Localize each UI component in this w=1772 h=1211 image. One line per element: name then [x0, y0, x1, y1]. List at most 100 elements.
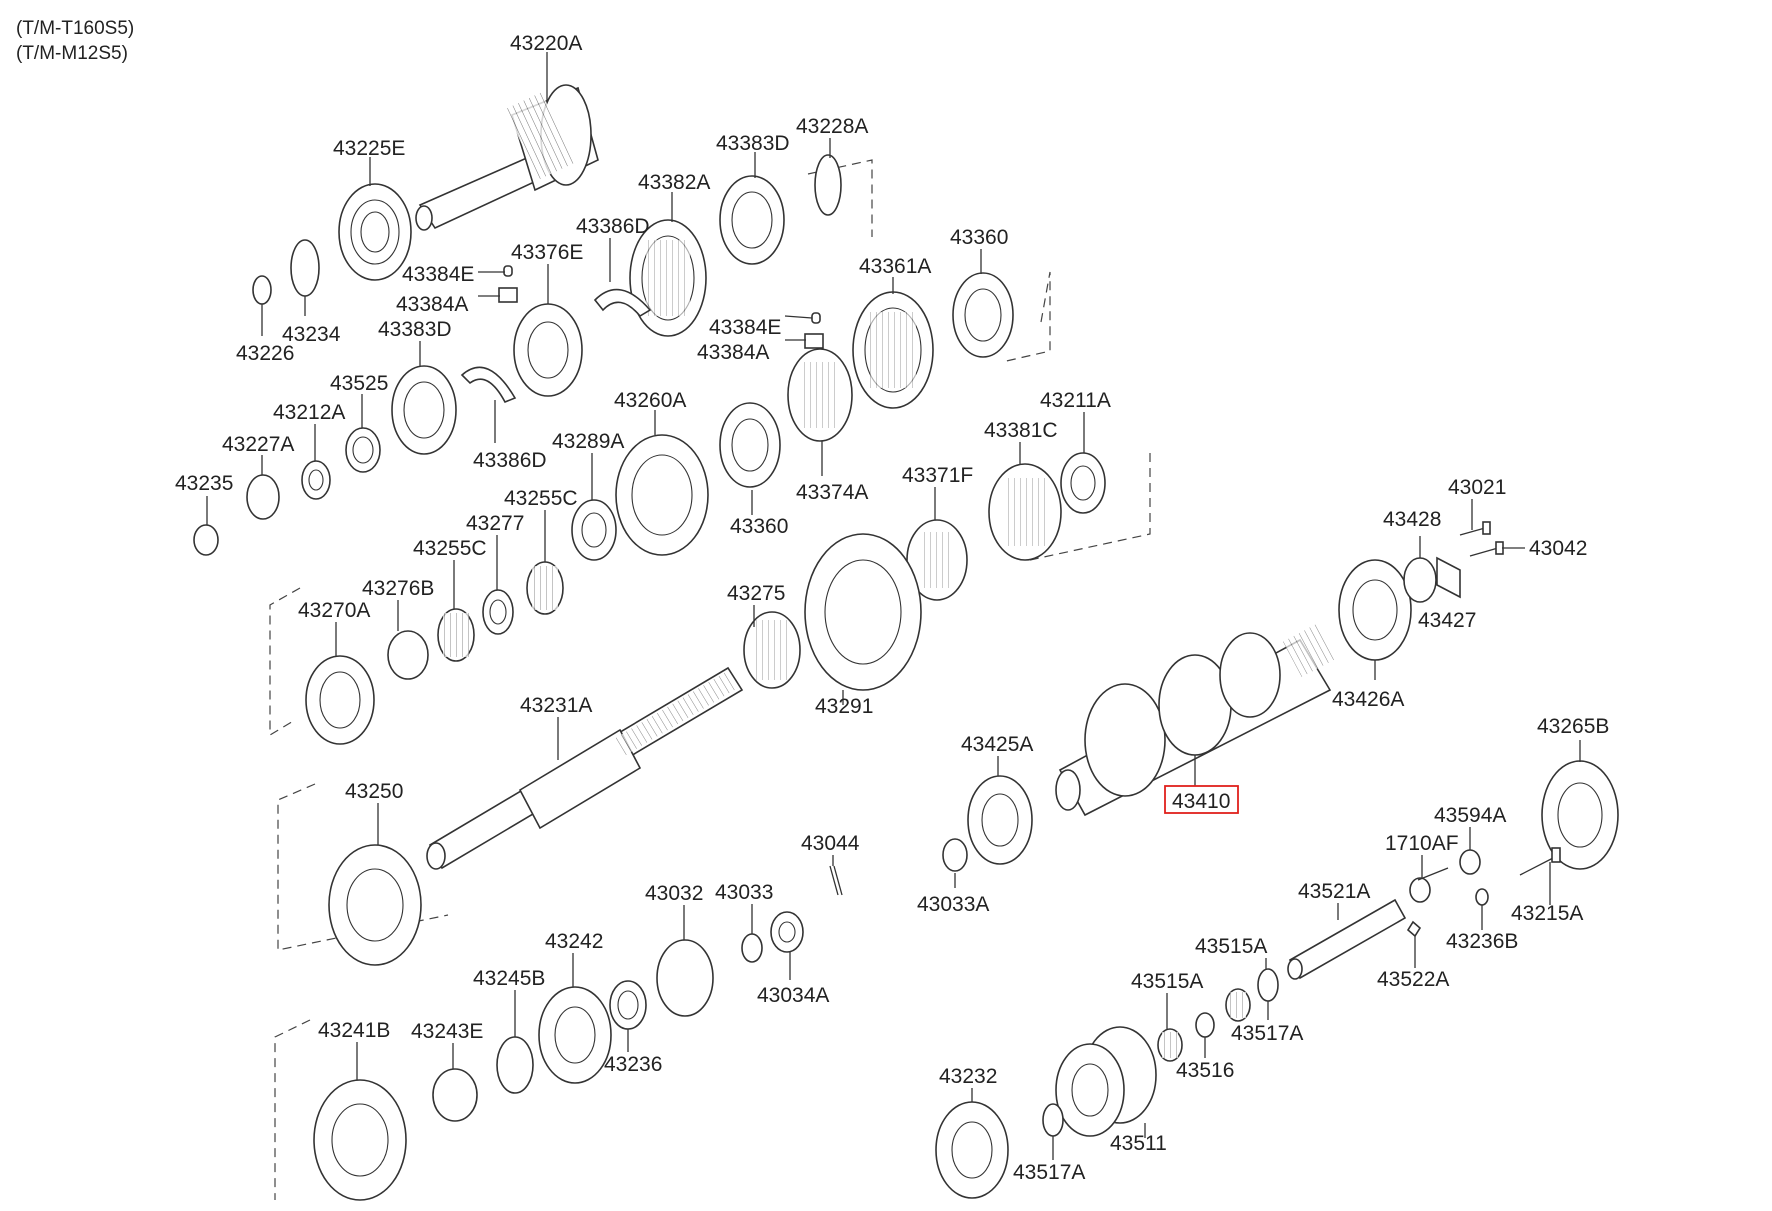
thrust-plate-43517a-lower: [1042, 1103, 1064, 1137]
part-label[interactable]: 43260A: [614, 389, 686, 412]
part-label[interactable]: 43289A: [552, 430, 624, 453]
washer-43236b: [1475, 888, 1489, 906]
part-label[interactable]: 43032: [645, 882, 703, 905]
part-label[interactable]: 43215A: [1511, 902, 1583, 925]
bolt-43215a: [1519, 847, 1561, 876]
bearing-43515a-lower: [1157, 1028, 1183, 1062]
part-label[interactable]: 43250: [345, 780, 403, 803]
part-label[interactable]: 43227A: [222, 433, 294, 456]
part-label[interactable]: 43516: [1176, 1059, 1234, 1082]
nut-43227a: [246, 474, 280, 520]
part-label[interactable]: 43515A: [1195, 935, 1267, 958]
part-label[interactable]: 43371F: [902, 464, 973, 487]
part-label[interactable]: 43228A: [796, 115, 868, 138]
plate-43428: [1403, 557, 1437, 603]
washer-43277: [482, 589, 514, 635]
part-label[interactable]: 43235: [175, 472, 233, 495]
part-label[interactable]: 43376E: [511, 241, 583, 264]
o-ring-1710af: [1409, 877, 1431, 903]
bearing-43525: [345, 427, 381, 473]
part-label[interactable]: 43226: [236, 342, 294, 365]
part-label[interactable]: 43245B: [473, 967, 545, 990]
part-label[interactable]: 43427: [1418, 609, 1476, 632]
fork-43386d-upper: [593, 288, 652, 318]
gear-43260a: [615, 434, 709, 556]
part-label[interactable]: 43255C: [504, 487, 578, 510]
part-label[interactable]: 43236: [604, 1053, 662, 1076]
part-label[interactable]: 43360: [950, 226, 1008, 249]
part-label[interactable]: 43383D: [378, 318, 452, 341]
part-label[interactable]: 43381C: [984, 419, 1058, 442]
part-label[interactable]: 43428: [1383, 508, 1441, 531]
key-43384e-right: [811, 312, 821, 324]
part-label[interactable]: 43525: [330, 372, 388, 395]
part-label[interactable]: 1710AF: [1385, 832, 1459, 855]
bearing-43425a: [967, 775, 1033, 865]
part-label[interactable]: 43231A: [520, 694, 592, 717]
part-label[interactable]: 43360: [730, 515, 788, 538]
bearing-43426a: [1338, 559, 1412, 661]
part-label[interactable]: 43383D: [716, 132, 790, 155]
part-label[interactable]: 43386D: [576, 215, 650, 238]
part-label[interactable]: 43410: [1172, 790, 1230, 813]
part-label[interactable]: 43211A: [1040, 389, 1111, 412]
part-label[interactable]: 43511: [1110, 1132, 1167, 1155]
part-label[interactable]: 43034A: [757, 984, 829, 1007]
part-label[interactable]: 43425A: [961, 733, 1033, 756]
part-label[interactable]: 43594A: [1434, 804, 1506, 827]
part-label[interactable]: 43426A: [1332, 688, 1404, 711]
part-label[interactable]: 43225E: [333, 137, 405, 160]
part-label[interactable]: 43384A: [697, 341, 769, 364]
part-label[interactable]: 43232: [939, 1065, 997, 1088]
part-label[interactable]: 43042: [1529, 537, 1587, 560]
snap-ring-43033a: [942, 838, 968, 872]
part-label[interactable]: 43270A: [298, 599, 370, 622]
snap-ring-43234: [290, 239, 320, 297]
leader-lines: [206, 52, 1581, 1160]
gear-43270a: [305, 655, 375, 745]
part-label[interactable]: 43361A: [859, 255, 931, 278]
part-label[interactable]: 43517A: [1231, 1022, 1303, 1045]
part-label[interactable]: 43384E: [402, 263, 474, 286]
idler-shaft-43521a: [1287, 898, 1407, 980]
part-label[interactable]: 43234: [282, 323, 341, 346]
snap-ring-43235: [193, 524, 219, 556]
part-label[interactable]: 43384A: [396, 293, 468, 316]
part-label[interactable]: 43220A: [510, 32, 582, 55]
bolt-43042: [1469, 541, 1504, 557]
bearing-43515a-upper: [1225, 988, 1251, 1022]
fork-43386d-left: [460, 366, 517, 404]
part-label[interactable]: 43382A: [638, 171, 710, 194]
part-label[interactable]: 43517A: [1013, 1161, 1085, 1184]
part-label[interactable]: 43384E: [709, 316, 781, 339]
washer-43516: [1195, 1012, 1215, 1038]
part-label[interactable]: 43033A: [917, 893, 989, 916]
plug-43594a: [1459, 849, 1481, 875]
part-label[interactable]: 43515A: [1131, 970, 1203, 993]
part-label[interactable]: 43276B: [362, 577, 434, 600]
synchro-ring-43383d-upper: [719, 175, 785, 265]
part-label[interactable]: 43236B: [1446, 930, 1518, 953]
part-label[interactable]: 43021: [1448, 476, 1506, 499]
part-label[interactable]: 43243E: [411, 1020, 483, 1043]
part-label[interactable]: 43265B: [1537, 715, 1609, 738]
part-label[interactable]: 43044: [801, 832, 860, 855]
synchro-ring-43360-left: [719, 402, 781, 488]
part-label[interactable]: 43255C: [413, 537, 487, 560]
hub-43374a: [787, 348, 853, 442]
part-label[interactable]: 43291: [815, 695, 873, 718]
bearing-43225e: [338, 183, 412, 281]
part-label[interactable]: 43277: [466, 512, 524, 535]
part-label[interactable]: 43386D: [473, 449, 547, 472]
part-label[interactable]: 43374A: [796, 481, 868, 504]
part-label[interactable]: 43033: [715, 881, 773, 904]
part-label[interactable]: 43242: [545, 930, 603, 953]
bearing-43381c: [988, 463, 1062, 561]
part-label[interactable]: 43521A: [1298, 880, 1370, 903]
part-label[interactable]: 43241B: [318, 1019, 390, 1042]
part-label[interactable]: 43522A: [1377, 968, 1449, 991]
part-label[interactable]: 43275: [727, 582, 785, 605]
synchro-ring-43383d-left: [391, 365, 457, 455]
part-label[interactable]: 43212A: [273, 401, 345, 424]
